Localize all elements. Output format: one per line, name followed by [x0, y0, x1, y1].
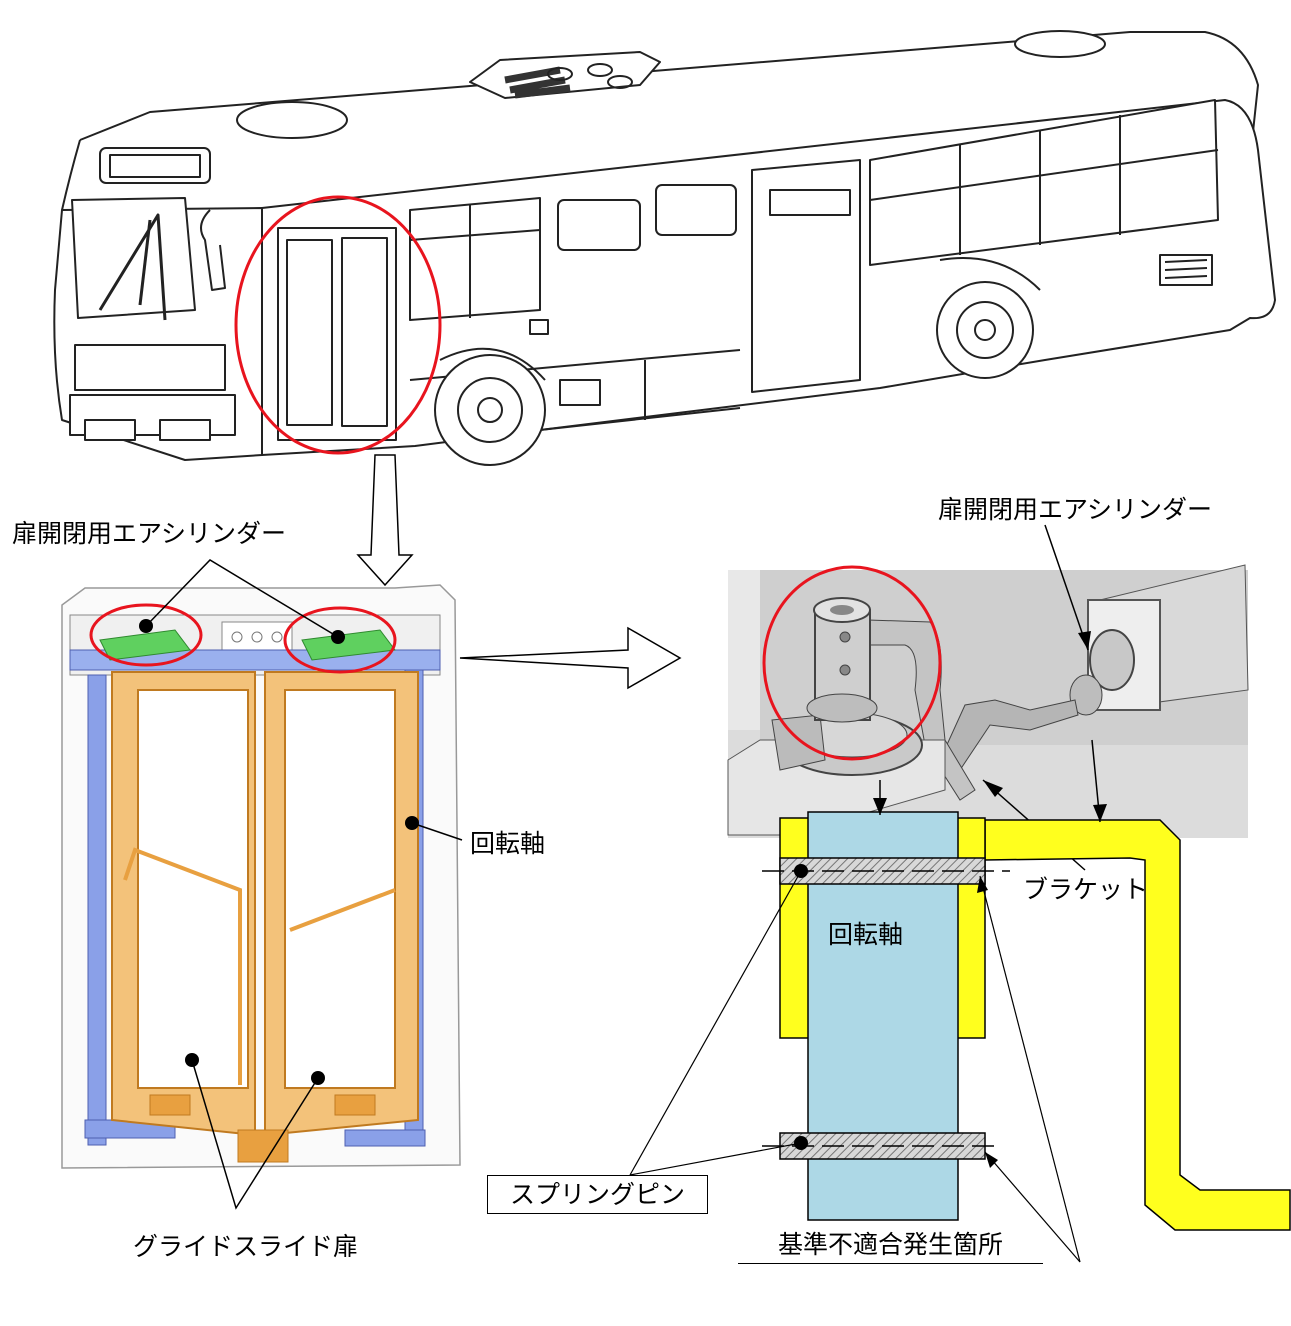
label-cylinder-right: 扉開閉用エアシリンダー	[938, 495, 1213, 524]
down-arrow-icon	[356, 454, 414, 587]
label-spring-pin: スプリングピン	[487, 1175, 709, 1214]
bus-door-highlight	[234, 195, 442, 455]
label-glide-slide-door: グライドスライド扉	[133, 1232, 359, 1261]
label-nonconformity-location: 基準不適合発生箇所	[738, 1232, 1044, 1264]
label-bracket: ブラケット	[1023, 875, 1149, 904]
door-mechanism-illustration	[61, 559, 463, 1210]
right-arrow-icon	[459, 626, 682, 690]
shaft-schematic	[629, 739, 1291, 1263]
label-rotating-shaft-door: 回転軸	[470, 829, 546, 858]
cylinder-render	[727, 524, 1249, 871]
label-rotating-shaft-diagram: 回転軸	[828, 920, 904, 949]
label-cylinder-left: 扉開閉用エアシリンダー	[12, 519, 287, 548]
bus-illustration	[53, 30, 1276, 466]
